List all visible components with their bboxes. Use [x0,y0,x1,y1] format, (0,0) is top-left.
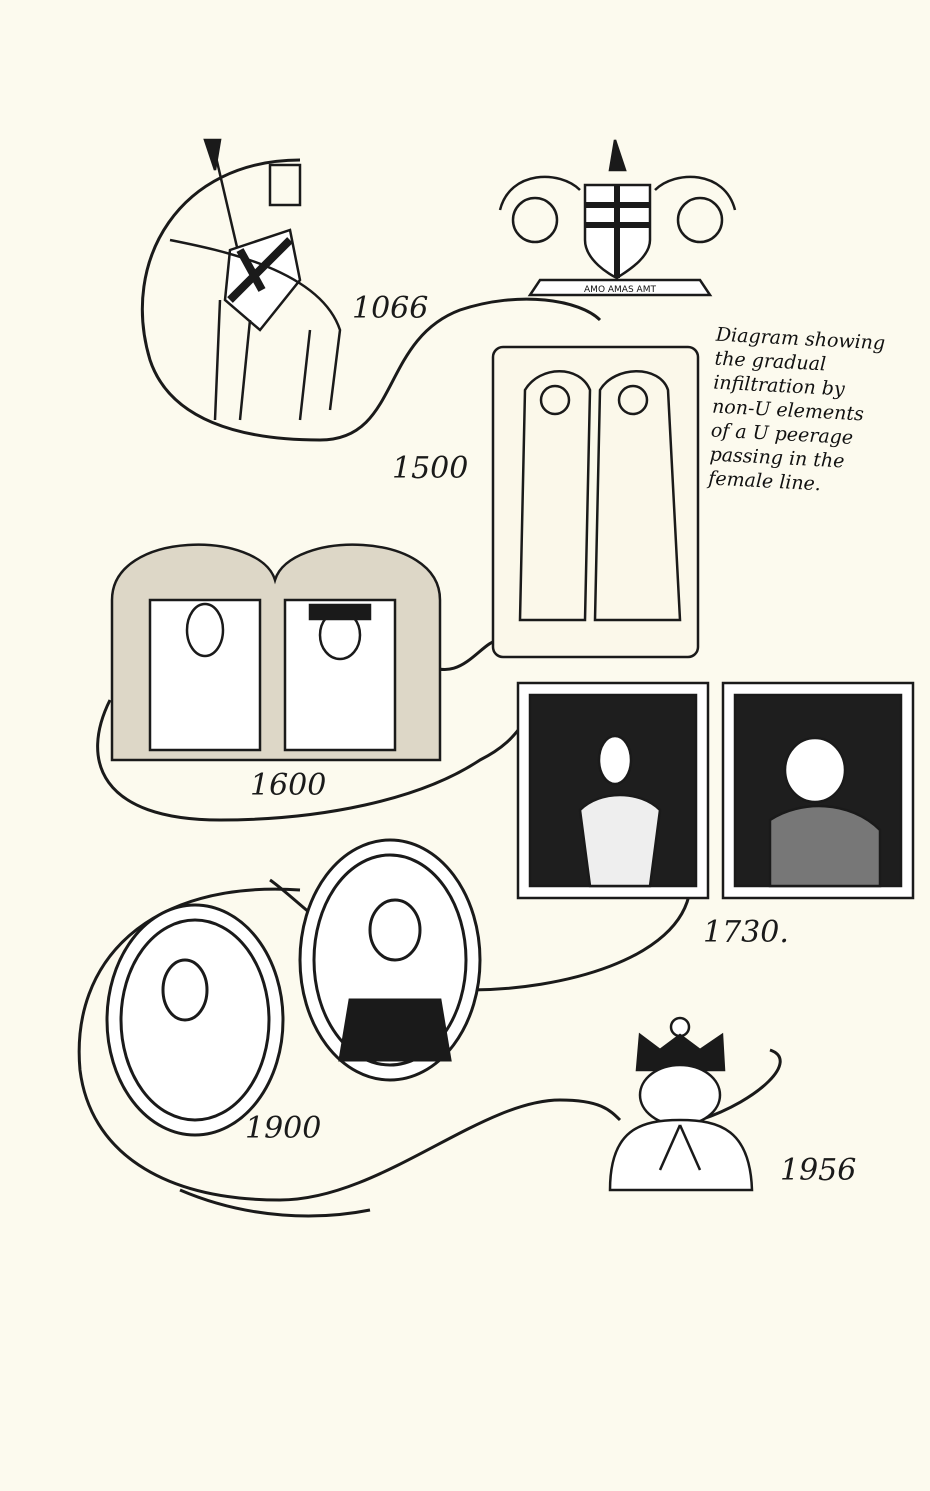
year-label-1730: 1730. [703,915,789,950]
modern-peer-figure-1956 [608,1016,754,1192]
georgian-portrait-pair-1730 [516,681,915,900]
year-label-1600: 1600 [250,768,326,803]
tomb-brass-portrait-1500 [491,345,700,659]
year-label-1066: 1066 [352,291,428,326]
vine-branch [96,699,531,822]
vine-branch [179,1188,371,1218]
year-label-1956: 1956 [780,1153,856,1188]
victorian-oval-portraits-1900 [105,838,482,1137]
vine-branch [699,1048,782,1122]
coat-of-arms: AMO AMAS AMT [498,139,737,297]
coat-of-arms-motto: AMO AMAS AMT [584,285,656,295]
year-label-1500: 1500 [392,451,468,486]
diagram-caption: Diagram showing the gradual infiltration… [708,323,927,502]
vine-branch [77,887,622,1202]
vine-branch [140,158,602,442]
year-label-1900: 1900 [245,1111,321,1146]
tomb-effigy-portrait-1600 [110,543,442,762]
knight-figure-1066 [169,138,342,421]
